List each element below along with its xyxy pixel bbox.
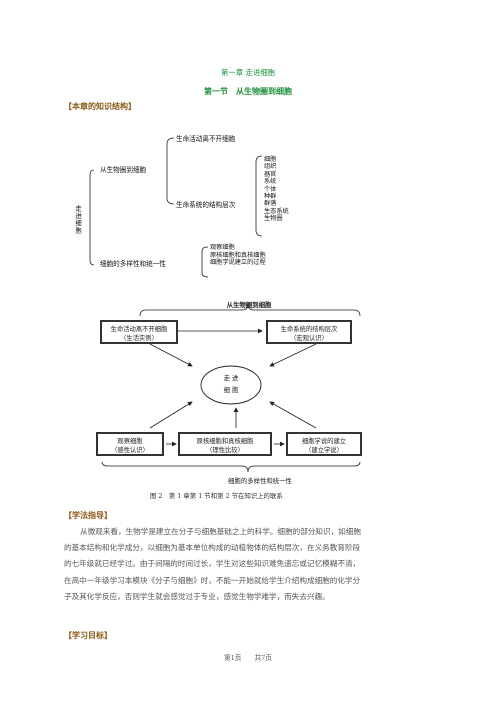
box-structure-levels: 生命系统的结构层次 （宏观认识） — [266, 320, 352, 344]
level-item: 群落 — [264, 200, 277, 208]
box-title: 生命活动离不开细胞 — [110, 326, 168, 333]
box-subtitle: （生活实例） — [120, 335, 158, 342]
branch2-item: 原核细胞和真核细胞 — [210, 251, 266, 259]
tree-branch2-label: 细胞的多样性和统一性 — [100, 260, 166, 268]
box-observe-cells: 观察细胞 （感性认识） — [96, 432, 164, 456]
tree-branch1-item-a: 生命活动离不开细胞 — [176, 135, 236, 143]
box-subtitle: （理性比较） — [206, 447, 244, 454]
branch2-item: 细胞学说建立的过程 — [210, 259, 266, 267]
figure-top-label: 从生物圈到细胞 — [226, 301, 272, 309]
relationship-figure: 从生物圈到细胞 生命活动离不开细胞 （生活实例） 生命系统的结构层次 （宏观认识… — [92, 296, 404, 474]
branch2-item: 观察细胞 — [210, 244, 235, 251]
level-item: 组织 — [264, 163, 277, 171]
center-line: 细 胞 — [223, 386, 239, 394]
level-item: 生态系统 — [264, 207, 289, 215]
box-subtitle: （宏观认识） — [290, 335, 328, 342]
paragraph-line: 的基本结构和化学成分，以细胞为基本单位构成的动植物体的结构层次，在义务教育阶段 — [64, 543, 361, 553]
learning-goals-heading: 【学习目标】 — [64, 630, 112, 640]
study-guide-paragraph: 从微观来看，生物学是建立在分子与细胞基础之上的科学。细胞的部分知识，如细胞 的基… — [64, 524, 436, 605]
structure-levels-list: 细胞 组织 器官 系统 个体 种群 群落 生态系统 生物圈 — [264, 156, 289, 223]
knowledge-structure-heading: 【本章的知识结构】 — [64, 101, 136, 111]
level-item: 系统 — [264, 178, 277, 186]
figure-bottom-label: 细胞的多样性和统一性 — [228, 477, 292, 485]
tree-brackets — [89, 137, 263, 278]
level-item: 细胞 — [264, 156, 277, 163]
box-subtitle: （感性认识） — [111, 447, 149, 454]
figure-caption: 图 2 第 1 章第 1 节和第 2 节在知识上的联系 — [150, 492, 283, 500]
tree-root-label: 走进细胞 — [74, 205, 81, 235]
tree-branch1-label: 从生物圈到细胞 — [100, 166, 147, 174]
figure-arrows — [101, 303, 361, 473]
section-title: 第一节 从生物圈到细胞 — [204, 86, 292, 96]
box-title: 细胞学说的建立 — [301, 438, 347, 445]
level-item: 个体 — [264, 185, 277, 193]
box-title: 原核细胞和真核细胞 — [196, 438, 254, 445]
tree-branch1-item-b: 生命系统的结构层次 — [176, 201, 236, 209]
paragraph-line: 在高中一年级学习本模块《分子与细胞》时，不能一开始就给学生介绍构成细胞的化学分 — [64, 575, 361, 585]
box-life-activity: 生命活动离不开细胞 （生活实例） — [100, 320, 178, 344]
box-cell-theory: 细胞学说的建立 （建立学说） — [286, 432, 362, 456]
level-item: 种群 — [264, 193, 277, 201]
chapter-title: 第一章 走进细胞 — [220, 68, 276, 77]
knowledge-tree: 走进细胞 从生物圈到细胞 生命活动离不开细胞 生命系统的结构层次 细胞 组织 器… — [62, 120, 362, 290]
paragraph-line: 的七年级就已经学过。由于间隔的时间过长，学生对这些知识难免遗忘或记忆模糊不清， — [64, 559, 361, 569]
box-title: 生命系统的结构层次 — [280, 326, 338, 333]
paragraph-line: 子及其化学反应，否则学生就会感觉过于专业，感觉生物学难学，而失去兴趣。 — [64, 591, 330, 601]
box-title: 观察细胞 — [117, 438, 143, 445]
branch2-items-list: 观察细胞 原核细胞和真核细胞 细胞学说建立的过程 — [210, 244, 266, 267]
level-item: 生物圈 — [264, 215, 283, 223]
paragraph-line: 从微观来看，生物学是建立在分子与细胞基础之上的科学。细胞的部分知识，如细胞 — [80, 527, 361, 536]
box-subtitle: （建立学说） — [305, 447, 343, 454]
figure-center-label: 走 进 细 胞 — [202, 372, 260, 396]
page-footer: 第1页 共7页 — [224, 654, 272, 662]
study-guide-heading: 【学法指导】 — [64, 510, 112, 520]
box-prokaryote-eukaryote: 原核细胞和真核细胞 （理性比较） — [178, 432, 272, 456]
level-item: 器官 — [264, 170, 277, 178]
center-line: 走 进 — [223, 374, 239, 382]
